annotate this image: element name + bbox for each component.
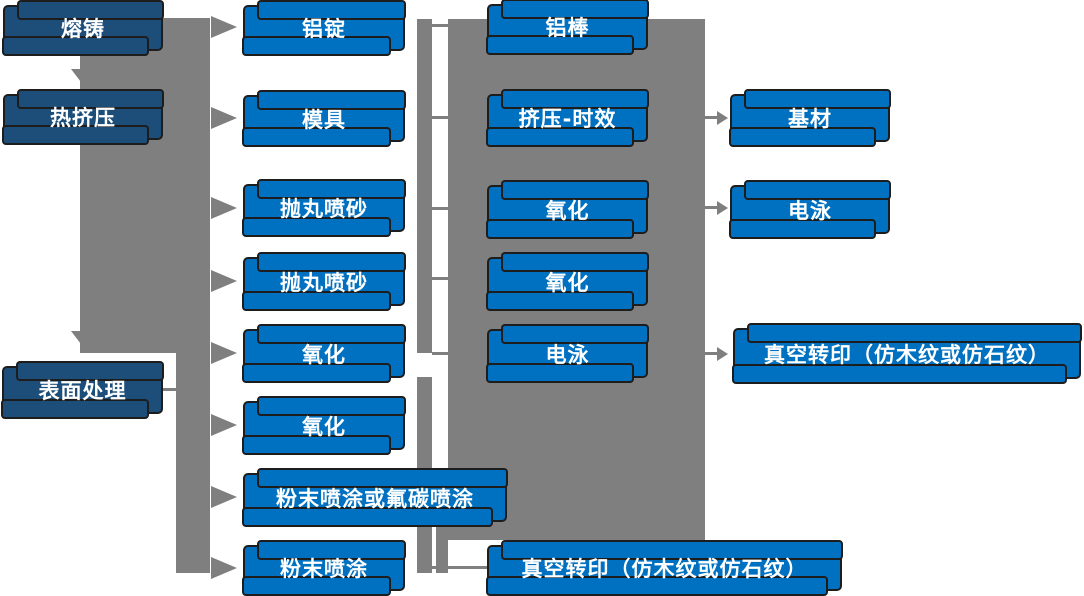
- connector-bar-left-lower: [176, 353, 210, 573]
- node-oxidation-2: 氧化: [242, 396, 406, 455]
- connector-band-left-upper: [80, 18, 210, 353]
- node-electrophoresis-1: 电泳: [486, 324, 649, 383]
- stub-line-electrophoresis-1: [432, 352, 448, 355]
- node-surface-treatment: 表面处理: [1, 361, 164, 419]
- stub-line-surface-treatment: [163, 388, 176, 391]
- arrow-head-to-electrophoresis-2: [717, 201, 728, 215]
- arrow-line-to-substrate: [705, 116, 718, 119]
- arrow-line-to-vacuum-transfer-1: [705, 352, 718, 355]
- connector-block-tail: [436, 522, 448, 573]
- arrow-right-to-aluminum-ingot: [211, 16, 237, 38]
- node-shot-blast-sandblast-1: 抛丸喷砂: [242, 179, 406, 237]
- arrow-line-to-electrophoresis-2: [705, 206, 718, 209]
- node-vacuum-transfer-2: 真空转印（仿木纹或仿石纹）: [486, 540, 843, 596]
- arrow-right-to-shot-blast-1: [211, 197, 237, 219]
- node-hot-extrusion: 热挤压: [2, 89, 164, 145]
- node-oxidation-1: 氧化: [242, 324, 406, 383]
- node-vacuum-transfer-1: 真空转印（仿木纹或仿石纹）: [732, 323, 1082, 384]
- node-mold: 模具: [242, 90, 406, 147]
- node-extrusion-aging: 挤压-时效: [486, 89, 649, 147]
- connector-bar-middle-upper: [417, 19, 432, 353]
- node-aluminum-ingot: 铝锭: [242, 0, 406, 56]
- node-melting-casting: 熔铸: [2, 0, 164, 56]
- arrow-head-to-substrate: [717, 111, 728, 125]
- node-oxidation-4: 氧化: [486, 252, 649, 311]
- arrow-right-to-powder-fluorocarbon: [211, 486, 237, 508]
- arrow-right-to-shot-blast-2: [211, 270, 237, 292]
- arrow-right-to-oxidation-2: [211, 414, 237, 436]
- node-electrophoresis-2: 电泳: [729, 180, 891, 239]
- stub-line-aluminum-rod: [432, 24, 448, 27]
- arrow-right-to-powder-coating: [211, 557, 237, 579]
- node-aluminum-rod: 铝棒: [486, 0, 649, 55]
- stub-line-vacuum-transfer-2: [432, 566, 487, 569]
- arrow-right-to-mold: [211, 107, 237, 129]
- stub-line-oxidation-3: [432, 207, 448, 210]
- arrow-down-to-surface-treatment: [71, 331, 97, 348]
- arrow-head-to-vacuum-transfer-1: [717, 347, 728, 361]
- node-powder-or-fluorocarbon-coating: 粉末喷涂或氟碳喷涂: [242, 468, 508, 527]
- node-shot-blast-sandblast-2: 抛丸喷砂: [242, 252, 406, 311]
- node-substrate: 基材: [729, 89, 891, 147]
- arrow-right-to-oxidation-1: [211, 342, 237, 364]
- stub-line-extrusion-aging: [432, 116, 448, 119]
- stub-line-oxidation-4: [432, 277, 448, 280]
- node-powder-coating: 粉末喷涂: [242, 540, 406, 596]
- arrow-down-to-hot-extrusion: [71, 69, 97, 86]
- node-oxidation-3: 氧化: [486, 180, 649, 239]
